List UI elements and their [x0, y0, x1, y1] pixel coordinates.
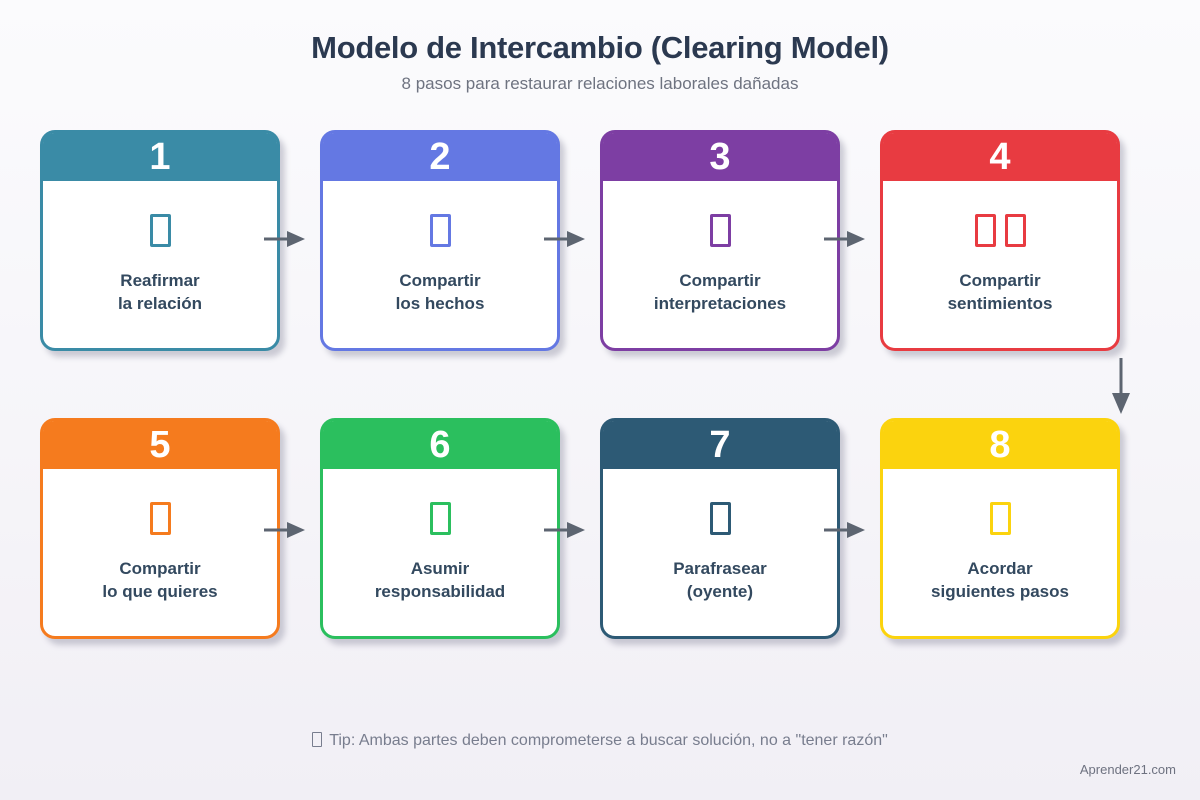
step-card-2-header: 2 — [323, 133, 557, 181]
missing-glyph-box — [149, 214, 171, 247]
step-card-4-header: 4 — [883, 133, 1117, 181]
missing-glyph-icon — [149, 502, 171, 535]
tip-text: Tip: Ambas partes deben comprometerse a … — [0, 732, 1200, 750]
missing-glyph-box — [989, 502, 1011, 535]
step-card-4: 4 Compartir sentimientos — [880, 130, 1120, 351]
arrow-right-icon — [264, 231, 305, 247]
missing-glyph-icon — [709, 214, 731, 247]
missing-glyph-icon — [312, 732, 323, 747]
missing-glyph-icon — [429, 502, 451, 535]
step-card-7: 7 Parafrasear (oyente) — [600, 418, 840, 639]
missing-glyph-box — [709, 502, 731, 535]
page-subtitle: 8 pasos para restaurar relaciones labora… — [401, 74, 799, 93]
step-card-1-header: 1 — [43, 133, 277, 181]
missing-glyph-box — [429, 214, 451, 247]
step-card-8-header: 8 — [883, 421, 1117, 469]
step-number: 5 — [149, 424, 171, 466]
step-card-6-header: 6 — [323, 421, 557, 469]
page-title: Modelo de Intercambio (Clearing Model) — [311, 30, 889, 65]
step-number: 1 — [149, 136, 171, 178]
step-card-5-header: 5 — [43, 421, 277, 469]
missing-glyph-box — [429, 502, 451, 535]
missing-glyph-box — [974, 214, 996, 247]
step-number: 7 — [709, 424, 731, 466]
missing-glyph-box — [149, 502, 171, 535]
step-number: 3 — [709, 136, 731, 178]
arrow-right-icon — [824, 231, 865, 247]
missing-glyph-icon — [974, 214, 1026, 247]
footer-credit: Aprender21.com — [1079, 762, 1176, 777]
step-card-5: 5 Compartir lo que quieres — [40, 418, 280, 639]
step-label: Asumir responsabilidad — [374, 559, 506, 601]
missing-glyph-icon — [429, 214, 451, 247]
arrow-right-icon — [544, 522, 585, 538]
step-label: Parafrasear (oyente) — [673, 559, 767, 601]
arrow-right-icon — [264, 522, 305, 538]
step-number: 4 — [989, 136, 1011, 178]
step-card-1: 1 Reafirmar la relación — [40, 130, 280, 351]
step-card-2: 2 Compartir los hechos — [320, 130, 560, 351]
step-label: Compartir interpretaciones — [653, 271, 787, 313]
step-card-3-header: 3 — [603, 133, 837, 181]
step-label: Reafirmar la relación — [117, 271, 203, 313]
arrow-right-icon — [824, 522, 865, 538]
step-number: 2 — [429, 136, 451, 178]
missing-glyph-icon — [149, 214, 171, 247]
step-label: Acordar siguientes pasos — [931, 559, 1069, 601]
missing-glyph-box — [1004, 214, 1026, 247]
step-label: Compartir sentimientos — [947, 271, 1053, 313]
arrow-right-icon — [544, 231, 585, 247]
step-card-3: 3 Compartir interpretaciones — [600, 130, 840, 351]
step-number: 8 — [989, 424, 1011, 466]
missing-glyph-icon — [989, 502, 1011, 535]
step-card-8: 8 Acordar siguientes pasos — [880, 418, 1120, 639]
step-label: Compartir lo que quieres — [102, 559, 218, 601]
missing-glyph-icon — [709, 502, 731, 535]
step-label: Compartir los hechos — [395, 271, 485, 313]
missing-glyph-box — [709, 214, 731, 247]
step-card-7-header: 7 — [603, 421, 837, 469]
arrow-down-icon — [1112, 358, 1130, 414]
step-card-6: 6 Asumir responsabilidad — [320, 418, 560, 639]
step-number: 6 — [429, 424, 451, 466]
